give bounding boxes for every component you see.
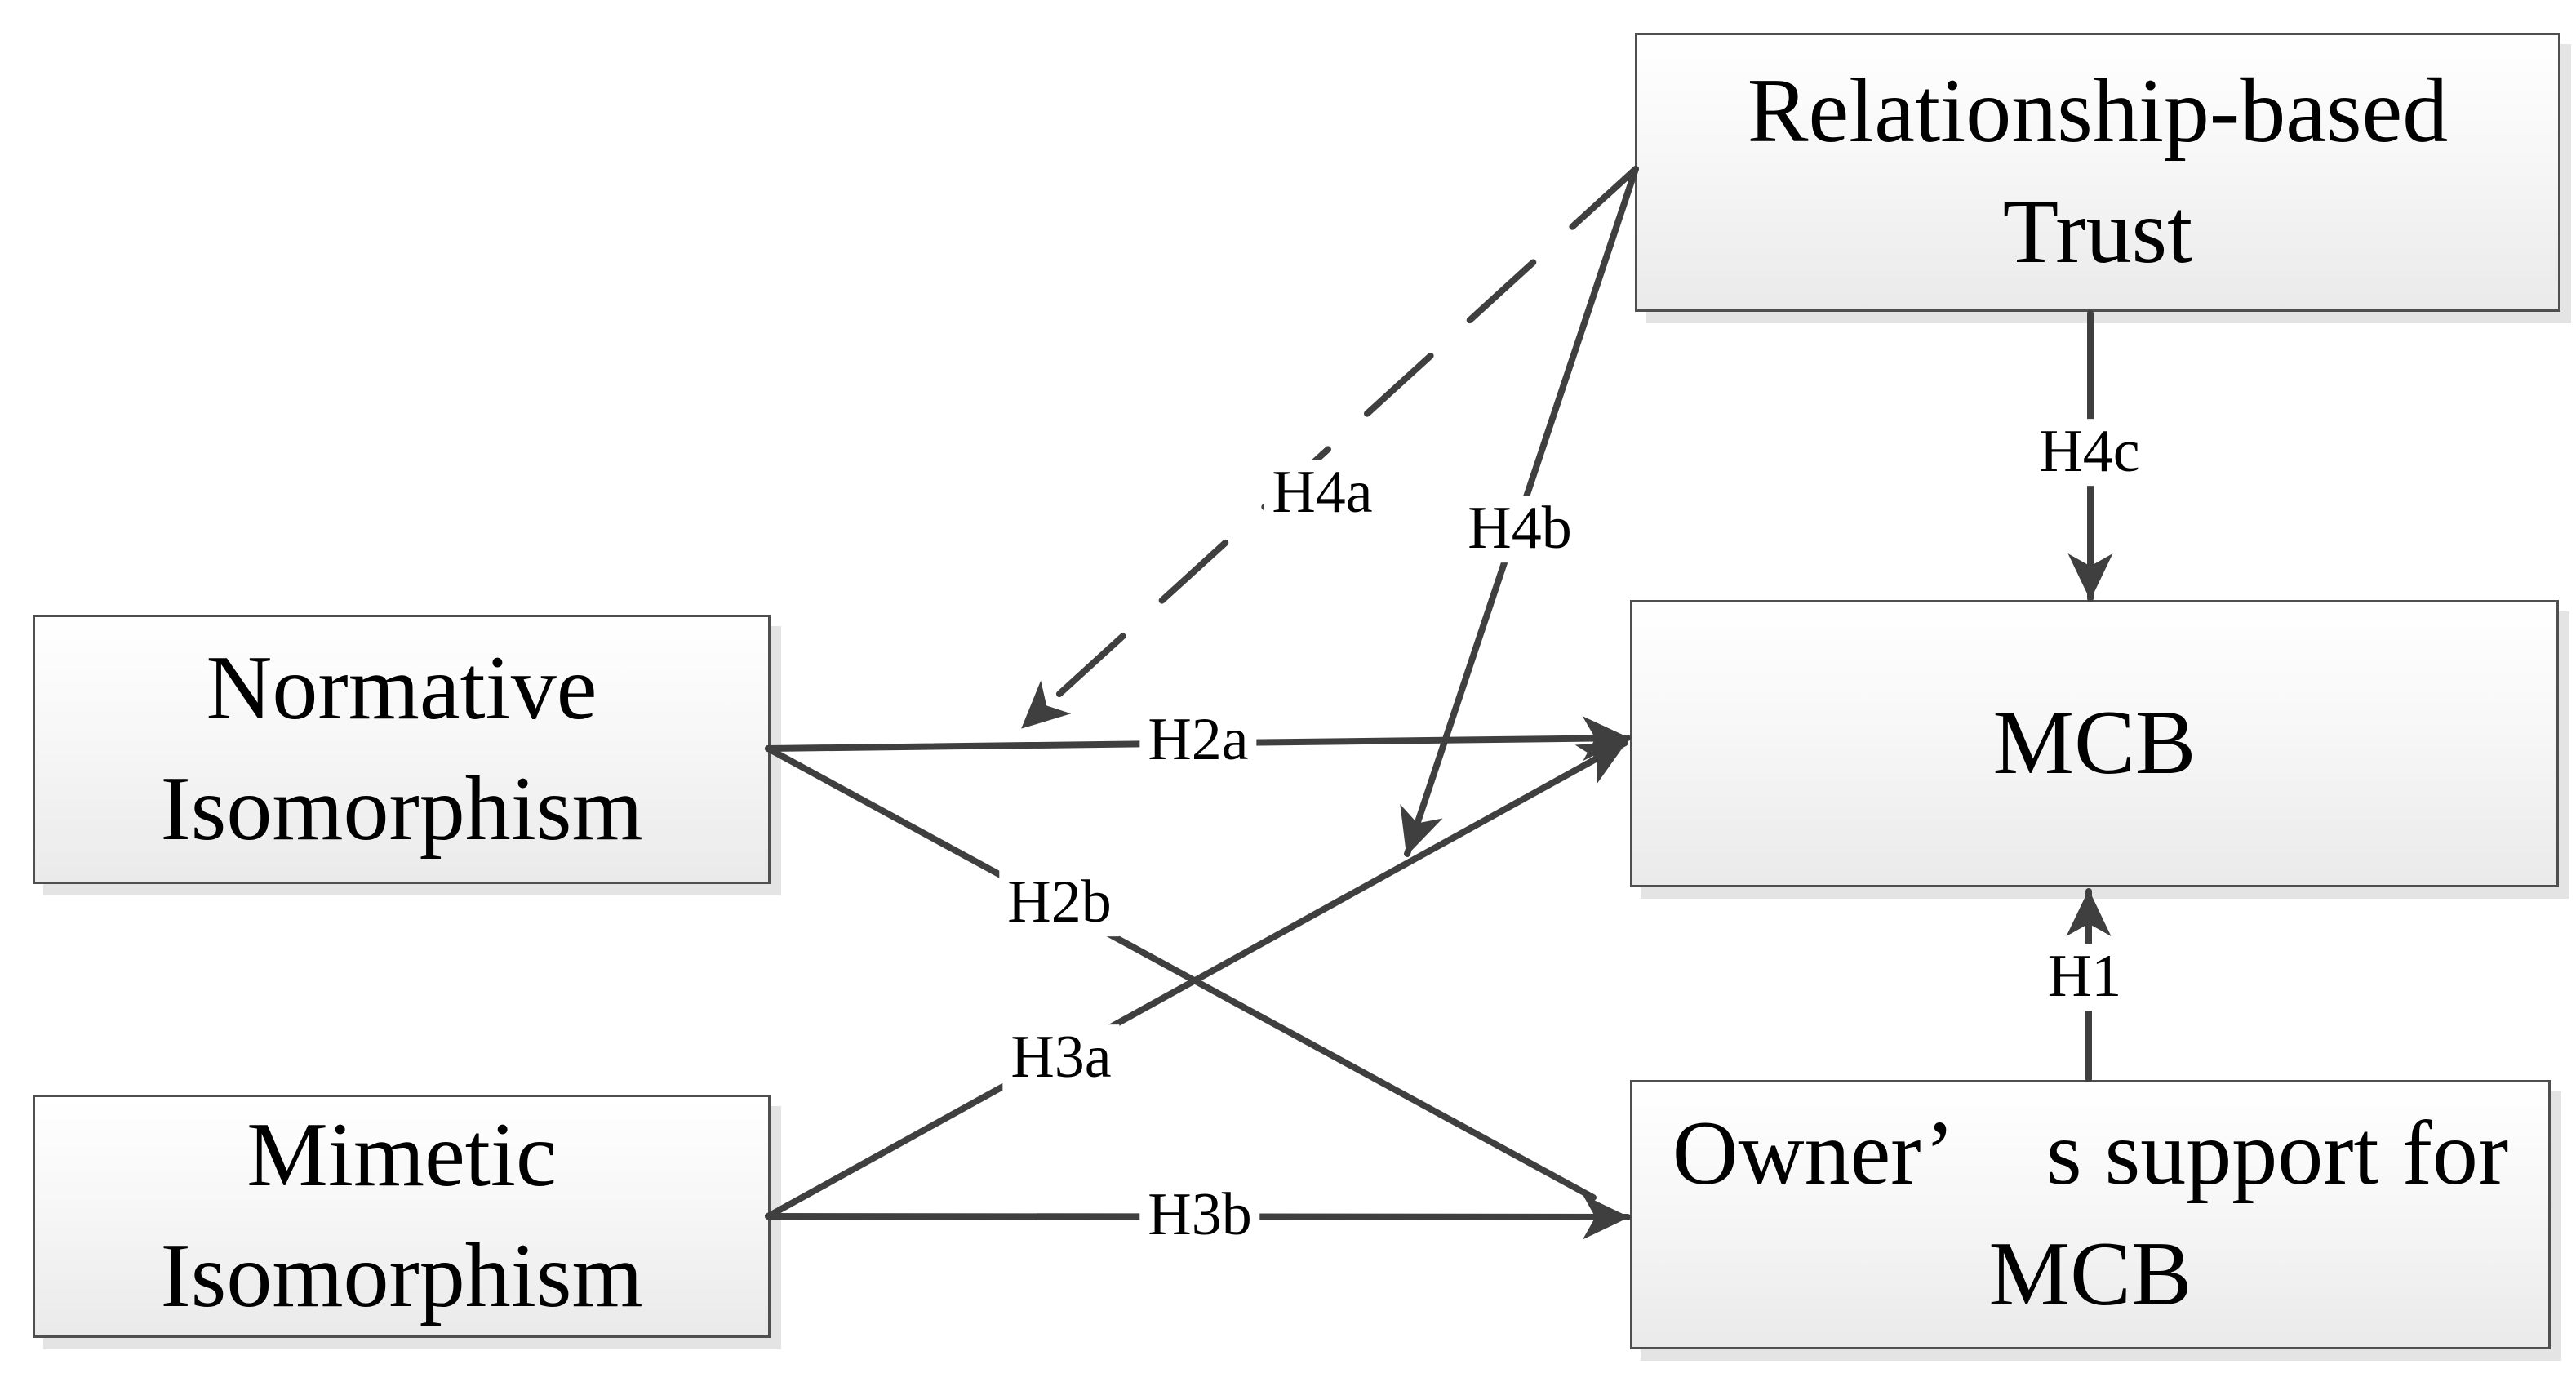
- edge-label-h2b: H2b: [999, 869, 1120, 936]
- node-relationship-based-trust: Relationship-based Trust: [1635, 33, 2560, 312]
- edge-label-h3a: H3a: [1002, 1024, 1120, 1091]
- node-normative-isomorphism: Normative Isomorphism: [33, 615, 771, 884]
- edge-h4a-line: [1019, 166, 1639, 731]
- edge-h2b-line: [765, 745, 1597, 1201]
- edge-label-h4b: H4b: [1459, 496, 1580, 562]
- edge-label-h4c: H4c: [2031, 419, 2148, 486]
- edge-label-h4a: H4a: [1264, 460, 1381, 527]
- node-mcb: MCB: [1630, 600, 2559, 887]
- edge-label-h3b: H3b: [1139, 1182, 1260, 1249]
- edge-h3a-line: [765, 740, 1628, 1220]
- edge-label-h1: H1: [2039, 944, 2130, 1011]
- node-owners-support-for-mcb: Owner’ s support for MCB: [1630, 1080, 2551, 1349]
- node-mimetic-isomorphism: Mimetic Isomorphism: [33, 1095, 771, 1338]
- edge-label-h2a: H2a: [1139, 707, 1257, 774]
